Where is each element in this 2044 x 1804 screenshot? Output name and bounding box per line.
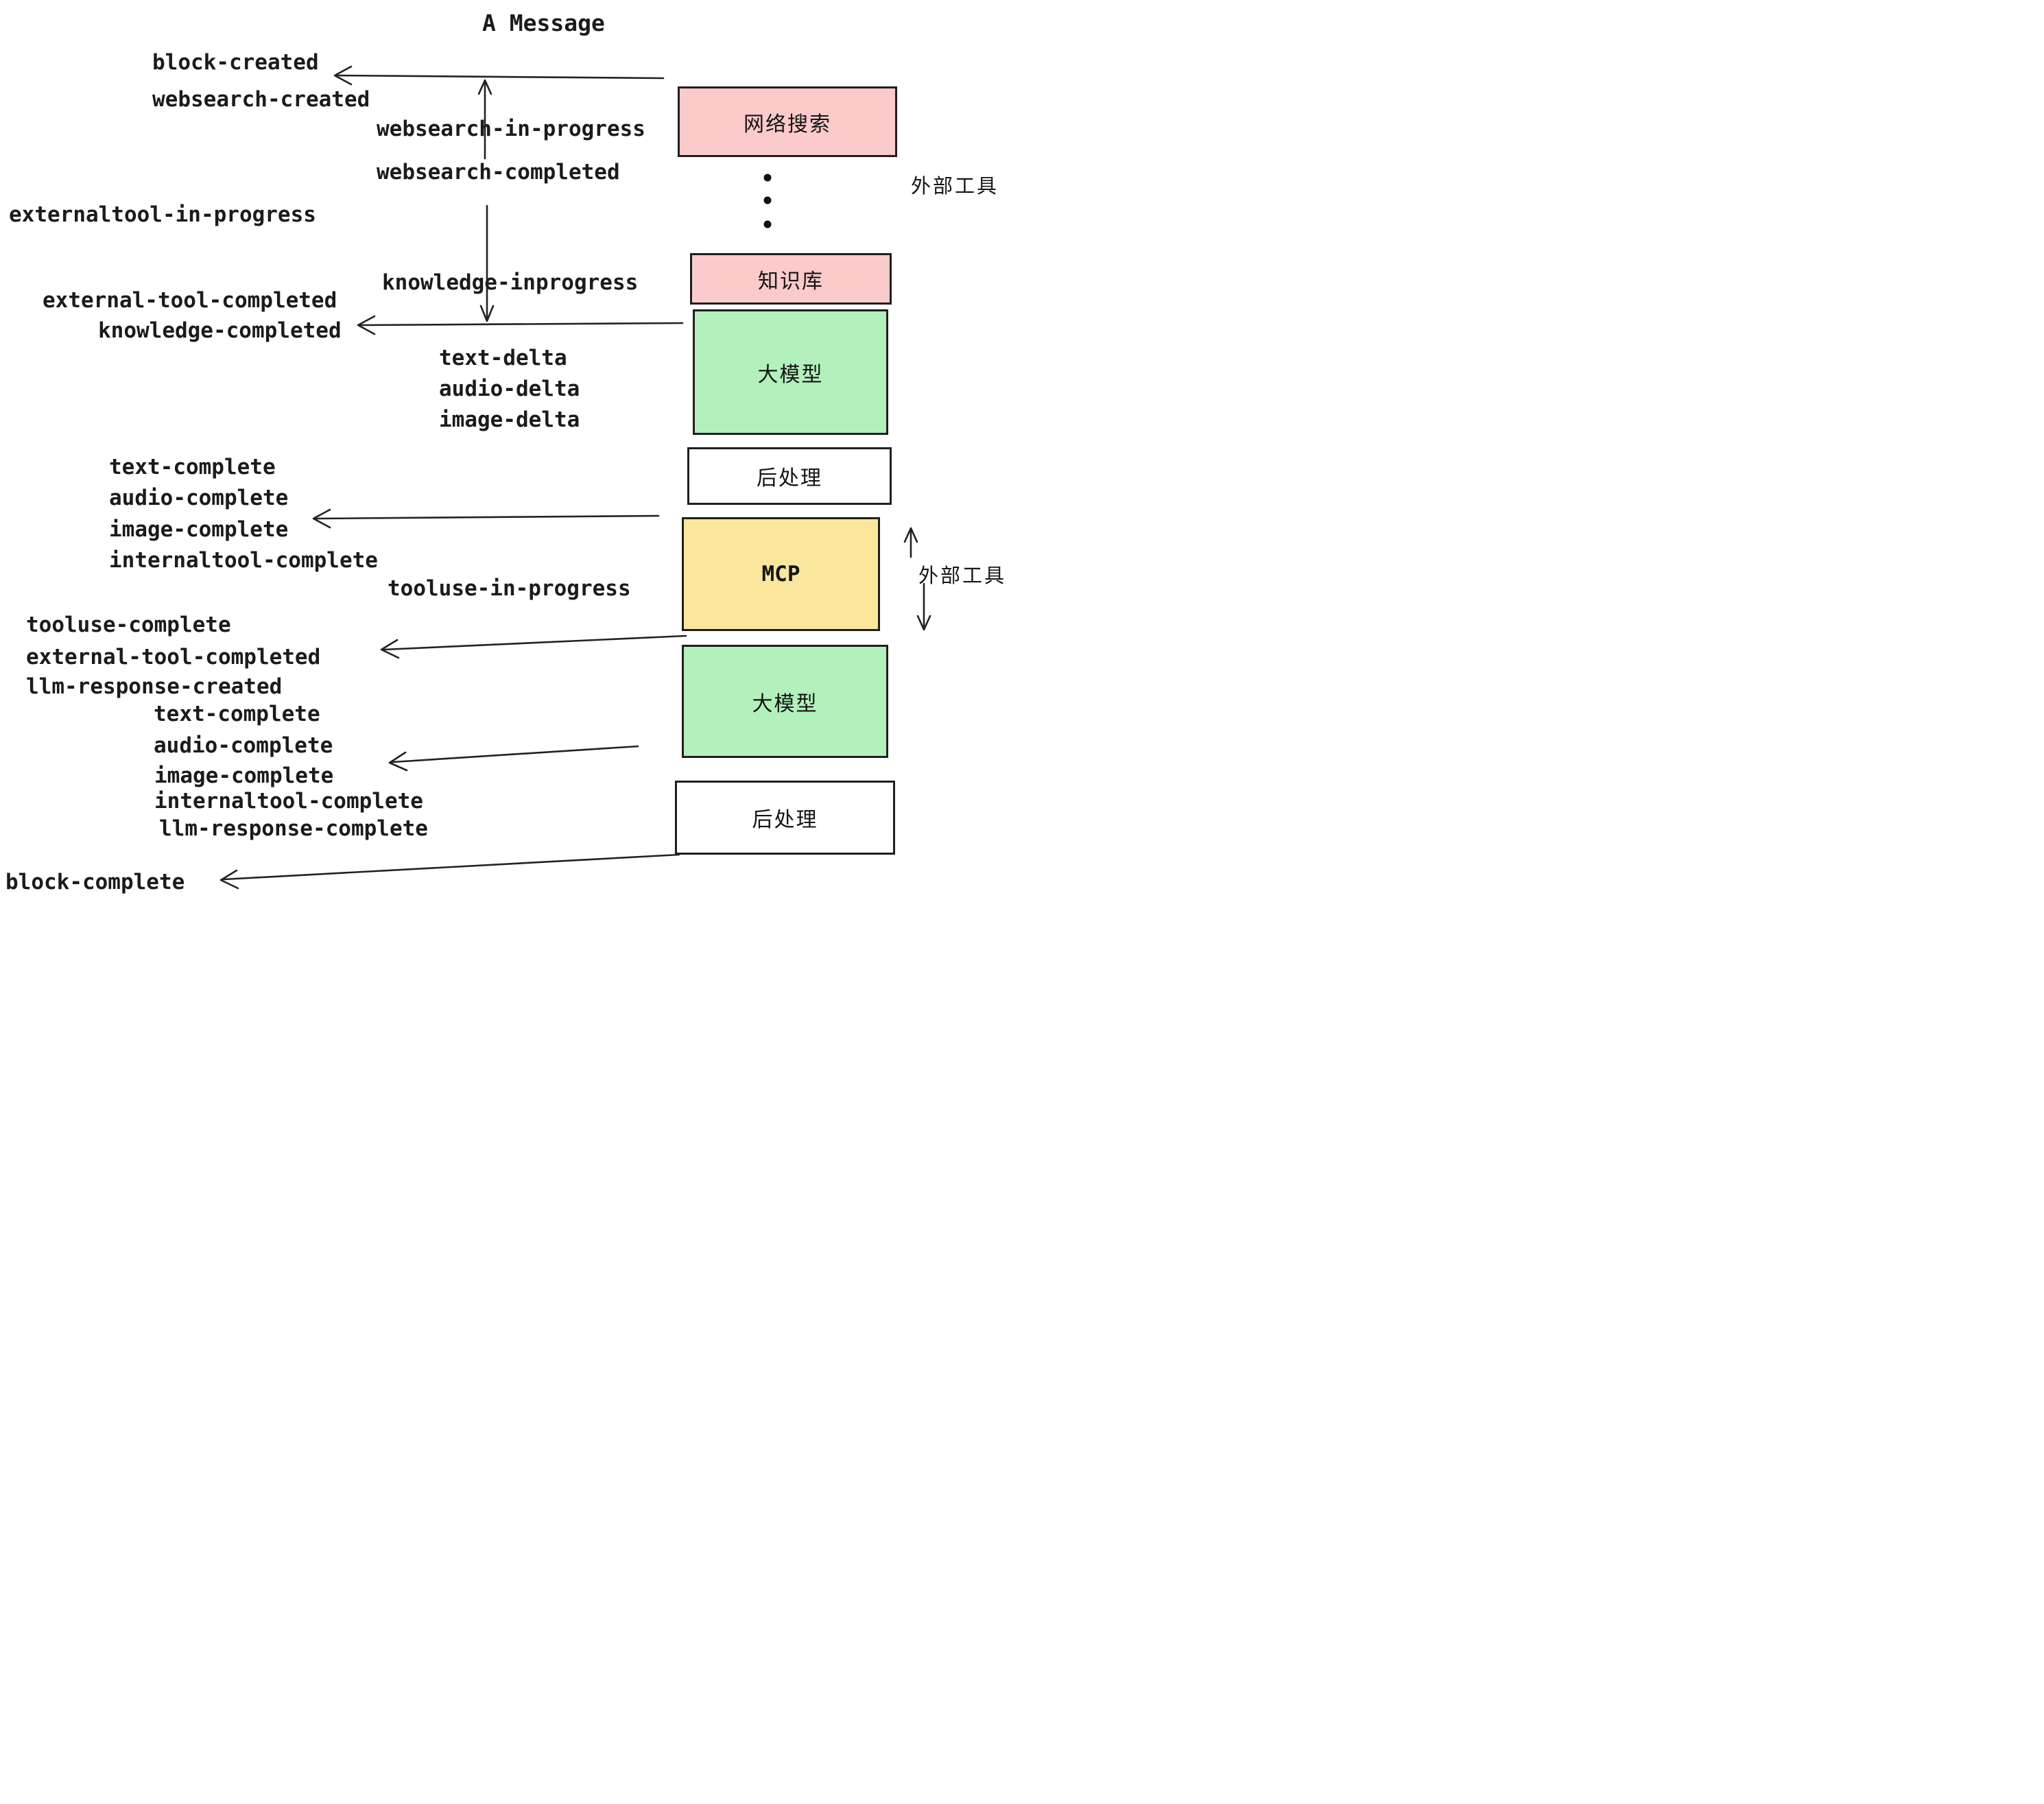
box-postprocess-1-label: 后处理 bbox=[757, 466, 822, 490]
arrow-to-block-complete-icon bbox=[219, 853, 680, 890]
event-tooluse-complete: tooluse-complete bbox=[26, 613, 231, 637]
event-internaltool-complete-1: internaltool-complete bbox=[109, 548, 378, 573]
event-websearch-created: websearch-created bbox=[152, 87, 370, 112]
box-postprocess-2: 后处理 bbox=[675, 781, 895, 855]
arrow-to-tooluse-complete-icon bbox=[380, 634, 687, 659]
vertical-ellipsis-icon bbox=[763, 174, 772, 228]
event-text-delta-1: text-delta bbox=[439, 346, 567, 370]
box-llm-2-label: 大模型 bbox=[752, 691, 818, 716]
event-block-created: block-created bbox=[152, 50, 319, 75]
box-llm-1-label: 大模型 bbox=[757, 362, 824, 387]
event-audio-complete-2: audio-complete bbox=[154, 733, 333, 758]
arrow-to-audio-complete-icon bbox=[388, 745, 639, 772]
event-image-delta-1: image-delta bbox=[439, 407, 580, 432]
event-audio-complete-1: audio-complete bbox=[109, 486, 289, 510]
external-tools-arrow-down-1-icon bbox=[479, 204, 495, 322]
event-externaltool-in-progress: externaltool-in-progress bbox=[9, 202, 316, 227]
box-websearch-label: 网络搜索 bbox=[744, 112, 831, 137]
event-block-complete: block-complete bbox=[5, 870, 185, 894]
event-text-complete-2: text-complete bbox=[154, 702, 320, 726]
event-knowledge-completed: knowledge-completed bbox=[98, 318, 342, 343]
box-websearch: 网络搜索 bbox=[678, 86, 897, 157]
external-tools-label-1: 外部工具 bbox=[911, 174, 999, 198]
diagram-title: A Message bbox=[482, 10, 605, 36]
arrow-to-block-created-icon bbox=[333, 65, 665, 86]
event-external-tool-completed: external-tool-completed bbox=[43, 288, 337, 313]
event-text-complete-1: text-complete bbox=[109, 455, 276, 479]
arrow-to-knowledge-completed-icon bbox=[357, 315, 684, 335]
event-external-tool-completed-2: external-tool-completed bbox=[26, 645, 321, 669]
external-tools-arrow-up-2-icon bbox=[903, 527, 918, 558]
box-postprocess-2-label: 后处理 bbox=[752, 808, 818, 832]
event-websearch-completed: websearch-completed bbox=[377, 160, 620, 185]
event-tooluse-in-progress: tooluse-in-progress bbox=[388, 576, 631, 601]
external-tools-arrow-down-2-icon bbox=[916, 582, 931, 631]
box-knowledge-label: 知识库 bbox=[758, 269, 824, 294]
box-knowledge: 知识库 bbox=[690, 253, 892, 305]
event-image-complete-1: image-complete bbox=[109, 517, 289, 542]
event-audio-delta-1: audio-delta bbox=[439, 377, 580, 401]
box-mcp-label: MCP bbox=[761, 562, 800, 586]
event-internaltool-complete-2: internaltool-complete bbox=[154, 789, 423, 814]
box-llm-1: 大模型 bbox=[693, 309, 888, 435]
diagram-canvas: A Message block-created websearch-create… bbox=[0, 0, 1022, 902]
external-tools-label-2: 外部工具 bbox=[918, 564, 1007, 587]
event-knowledge-inprogress: knowledge-inprogress bbox=[382, 270, 639, 295]
box-postprocess-1: 后处理 bbox=[687, 447, 892, 505]
arrow-to-image-complete-icon bbox=[312, 508, 660, 529]
event-llm-response-complete: llm-response-complete bbox=[159, 816, 428, 841]
box-llm-2: 大模型 bbox=[682, 645, 888, 758]
box-mcp: MCP bbox=[682, 517, 880, 631]
event-websearch-in-progress: websearch-in-progress bbox=[377, 117, 645, 141]
event-llm-response-created: llm-response-created bbox=[26, 674, 283, 699]
event-image-complete-2: image-complete bbox=[154, 763, 334, 788]
